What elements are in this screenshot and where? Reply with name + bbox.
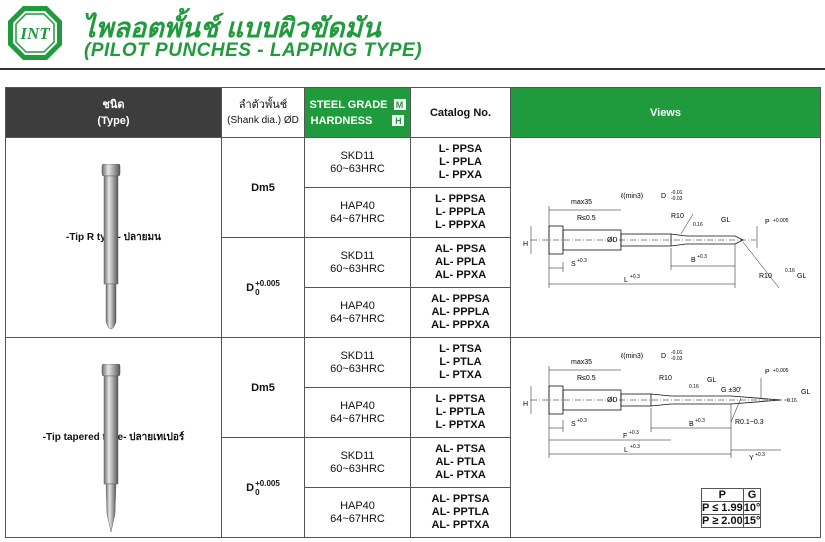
- shank-dm5: Dm5: [221, 337, 305, 438]
- int-logo: INT: [8, 6, 62, 60]
- svg-text:G ±30': G ±30': [721, 387, 741, 394]
- shank-dm5: Dm5: [221, 137, 305, 238]
- svg-text:R10: R10: [759, 273, 772, 280]
- svg-text:GL: GL: [721, 217, 730, 224]
- header-views: Views: [510, 87, 821, 138]
- svg-text:-0.01: -0.01: [671, 190, 683, 196]
- header-shank: ลำตัวพั้นช์(Shank dia.) ØD: [221, 87, 305, 138]
- header-rule: [0, 68, 825, 70]
- svg-text:GL: GL: [801, 389, 810, 396]
- type-cell-tip-r: -Tip R type- ปลายมน: [5, 137, 222, 338]
- views-drawing-tip-r: max35 ℓ(min3) D -0.01 -0.03 R≤0.5 R10 0.…: [510, 137, 821, 338]
- header-catalog: Catalog No.: [410, 87, 511, 138]
- views-drawing-tip-tapered: max35 ℓ(min3) D -0.01 -0.03 R≤0.5 R10 0.…: [510, 337, 821, 538]
- pilot-punch-table: ชนิด(Type) ลำตัวพั้นช์(Shank dia.) ØD ST…: [5, 87, 821, 538]
- technical-drawing-1: max35 ℓ(min3) D -0.01 -0.03 R≤0.5 R10 0.…: [523, 190, 806, 289]
- svg-text:+0.005: +0.005: [773, 218, 789, 224]
- svg-text:+0.3: +0.3: [577, 258, 587, 264]
- svg-text:R10: R10: [671, 213, 684, 220]
- svg-text:Y: Y: [749, 455, 754, 462]
- svg-text:max35: max35: [571, 359, 592, 366]
- svg-text:+0.3: +0.3: [629, 430, 639, 436]
- svg-text:R0.1~0.3: R0.1~0.3: [735, 419, 764, 426]
- svg-text:-0.03: -0.03: [671, 196, 683, 202]
- svg-text:0.16: 0.16: [689, 384, 699, 390]
- title-thai: ไพลอตพั้นช์ แบบผิวขัดมัน: [82, 13, 381, 43]
- svg-text:GL: GL: [707, 377, 716, 384]
- svg-text:P: P: [765, 219, 770, 226]
- svg-text:0.16: 0.16: [787, 398, 797, 404]
- table-row: -Tip tapered type- ปลายเทเปอร์ Dm5 SKD11…: [5, 337, 821, 538]
- svg-text:S: S: [571, 421, 576, 428]
- svg-text:+0.3: +0.3: [755, 452, 765, 458]
- svg-text:+0.3: +0.3: [697, 254, 707, 260]
- svg-text:-0.01: -0.01: [671, 350, 683, 356]
- svg-text:D: D: [661, 193, 666, 200]
- svg-text:+0.3: +0.3: [577, 418, 587, 424]
- svg-text:ℓ(min3): ℓ(min3): [620, 353, 643, 360]
- svg-text:R10: R10: [659, 375, 672, 382]
- svg-text:ℓ(min3): ℓ(min3): [620, 193, 643, 200]
- svg-text:0.16: 0.16: [785, 268, 795, 274]
- svg-text:+0.3: +0.3: [630, 274, 640, 280]
- logo-text: INT: [19, 24, 50, 43]
- svg-text:GL: GL: [797, 273, 806, 280]
- punch-image-tip-r: [101, 164, 121, 330]
- page-header: INT ไพลอตพั้นช์ แบบผิวขัดมัน (PILOT PUNC…: [0, 0, 825, 72]
- header-type: ชนิด(Type): [5, 87, 222, 138]
- svg-text:+0.3: +0.3: [695, 418, 705, 424]
- svg-text:D: D: [661, 353, 666, 360]
- svg-text:P: P: [765, 369, 770, 376]
- svg-text:B: B: [691, 257, 696, 264]
- svg-text:H: H: [523, 241, 528, 248]
- svg-text:-0.03: -0.03: [671, 356, 683, 362]
- svg-text:F: F: [623, 433, 627, 440]
- svg-text:R≤0.5: R≤0.5: [577, 215, 596, 222]
- svg-text:ØD: ØD: [607, 237, 618, 244]
- svg-text:S: S: [571, 261, 576, 268]
- svg-text:H: H: [523, 401, 528, 408]
- svg-text:L: L: [624, 447, 628, 454]
- title-english: (PILOT PUNCHES - LAPPING TYPE): [84, 40, 423, 61]
- svg-text:ØD: ØD: [607, 397, 618, 404]
- type-cell-tip-tapered: -Tip tapered type- ปลายเทเปอร์: [5, 337, 222, 538]
- svg-text:+0.3: +0.3: [630, 444, 640, 450]
- punch-image-tip-tapered: [101, 364, 121, 533]
- svg-text:L: L: [624, 277, 628, 284]
- table-header-row: ชนิด(Type) ลำตัวพั้นช์(Shank dia.) ØD ST…: [5, 87, 821, 138]
- svg-text:B: B: [689, 421, 694, 428]
- svg-text:max35: max35: [571, 199, 592, 206]
- technical-drawing-2: max35 ℓ(min3) D -0.01 -0.03 R≤0.5 R10 0.…: [523, 350, 810, 462]
- svg-text:0.16: 0.16: [693, 222, 703, 228]
- svg-text:+0.005: +0.005: [773, 368, 789, 374]
- svg-text:R≤0.5: R≤0.5: [577, 375, 596, 382]
